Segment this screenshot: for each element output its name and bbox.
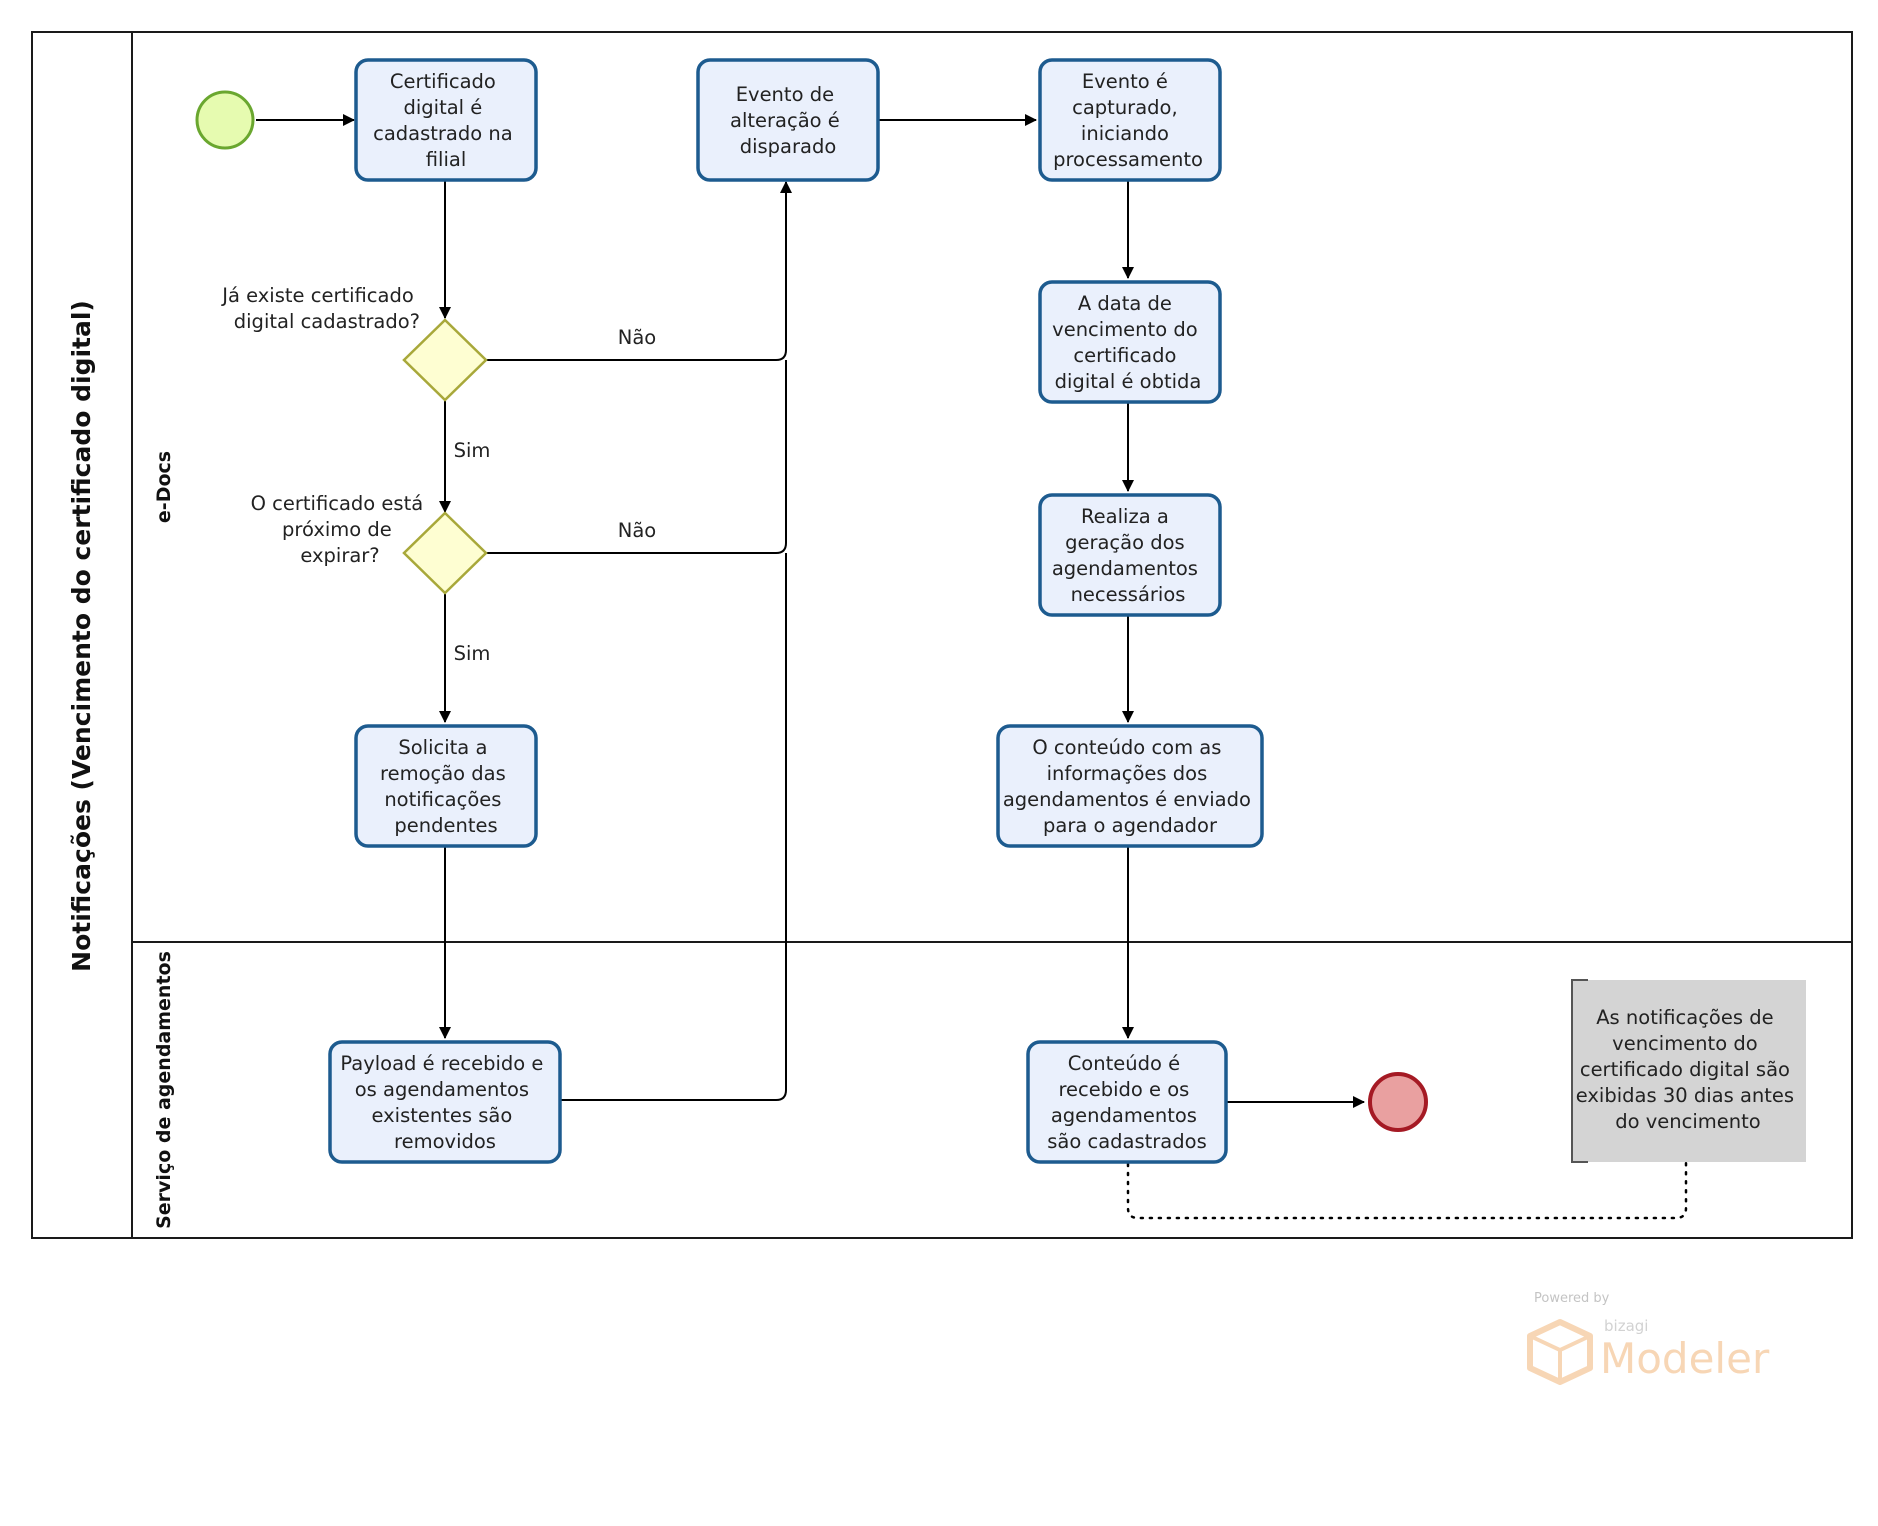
end-event[interactable] [1368,1072,1428,1132]
task-payload-received[interactable]: Payload é recebido e os agendamentos exi… [328,1040,562,1164]
task-content-sent[interactable]: O conteúdo com as informações dos agenda… [996,724,1264,848]
svg-text:As notificações de venci: As notificações de vencimento do certifi… [1576,1006,1801,1133]
flow-label-yes-2: Sim [454,642,491,665]
svg-text:Conteúdo é recebido e os: Conteúdo é recebido e os agendamentos sã… [1047,1052,1206,1153]
svg-text:Evento de alteração é: Evento de alteração é disparado [730,83,846,158]
svg-text:Evento é capturado,: Evento é capturado, iniciando processame… [1053,70,1203,171]
task-change-event[interactable]: Evento de alteração é disparado [696,58,880,182]
flow-label-no-1: Não [618,326,656,349]
gateway-near-expiry[interactable] [402,511,488,595]
text-annotation[interactable]: As notificações de vencimento do certifi… [1571,979,1806,1163]
flow-gateway2-no [486,360,787,554]
task-generate-schedules[interactable]: Realiza a geração dos agendamentos neces… [1038,493,1222,617]
flow-payload-to-event [560,553,787,1101]
gateway-cert-exists[interactable] [402,318,488,402]
flow-gateway1-no [486,181,792,361]
task-remove-request[interactable]: Solicita a remoção das notificações pend… [354,724,538,848]
task-expiry-date[interactable]: A data de vencimento do certificado digi… [1038,280,1222,404]
flow-label-yes-1: Sim [454,439,491,462]
bizagi-logo-icon [1527,1319,1593,1385]
pool: Notificações (Vencimento do certificado … [31,31,1853,1239]
lane-title-scheduler: Serviço de agendamentos [153,951,175,1229]
gateway-near-expiry-label: O certificado está próximo de expirar? [251,492,430,567]
gateway-cert-exists-label: Já existe certificado digital cadastrado… [220,284,420,333]
association-annotation [1126,1160,1688,1220]
svg-text:O conteúdo com as inform: O conteúdo com as informações dos agenda… [1003,736,1257,837]
watermark-powered-by: Powered by [1534,1291,1610,1306]
flow-label-no-2: Não [618,519,656,542]
task-content-received[interactable]: Conteúdo é recebido e os agendamentos sã… [1026,1040,1228,1164]
task-event-captured[interactable]: Evento é capturado, iniciando processame… [1038,58,1222,182]
svg-text:Realiza a geração dos: Realiza a geração dos agendamentos neces… [1052,505,1204,606]
svg-text:Certificado digital é: Certificado digital é cadastrado na fili… [373,70,519,171]
watermark-product: Modeler [1600,1334,1770,1383]
lane-title-edocs: e-Docs [153,451,175,523]
svg-text:Solicita a remoção das: Solicita a remoção das notificações pend… [380,736,512,837]
svg-text:Payload é recebido e os: Payload é recebido e os agendamentos exi… [340,1052,549,1153]
watermark-brand: bizagi [1604,1317,1648,1335]
bizagi-watermark: Powered by bizagi Modeler [1527,1291,1770,1385]
svg-text:A data de vencimento do: A data de vencimento do certificado digi… [1052,292,1204,393]
sequence-flows [256,114,1688,1220]
pool-title: Notificações (Vencimento do certificado … [67,300,96,972]
start-event[interactable] [195,90,255,150]
task-cert-registered[interactable]: Certificado digital é cadastrado na fili… [354,58,538,182]
